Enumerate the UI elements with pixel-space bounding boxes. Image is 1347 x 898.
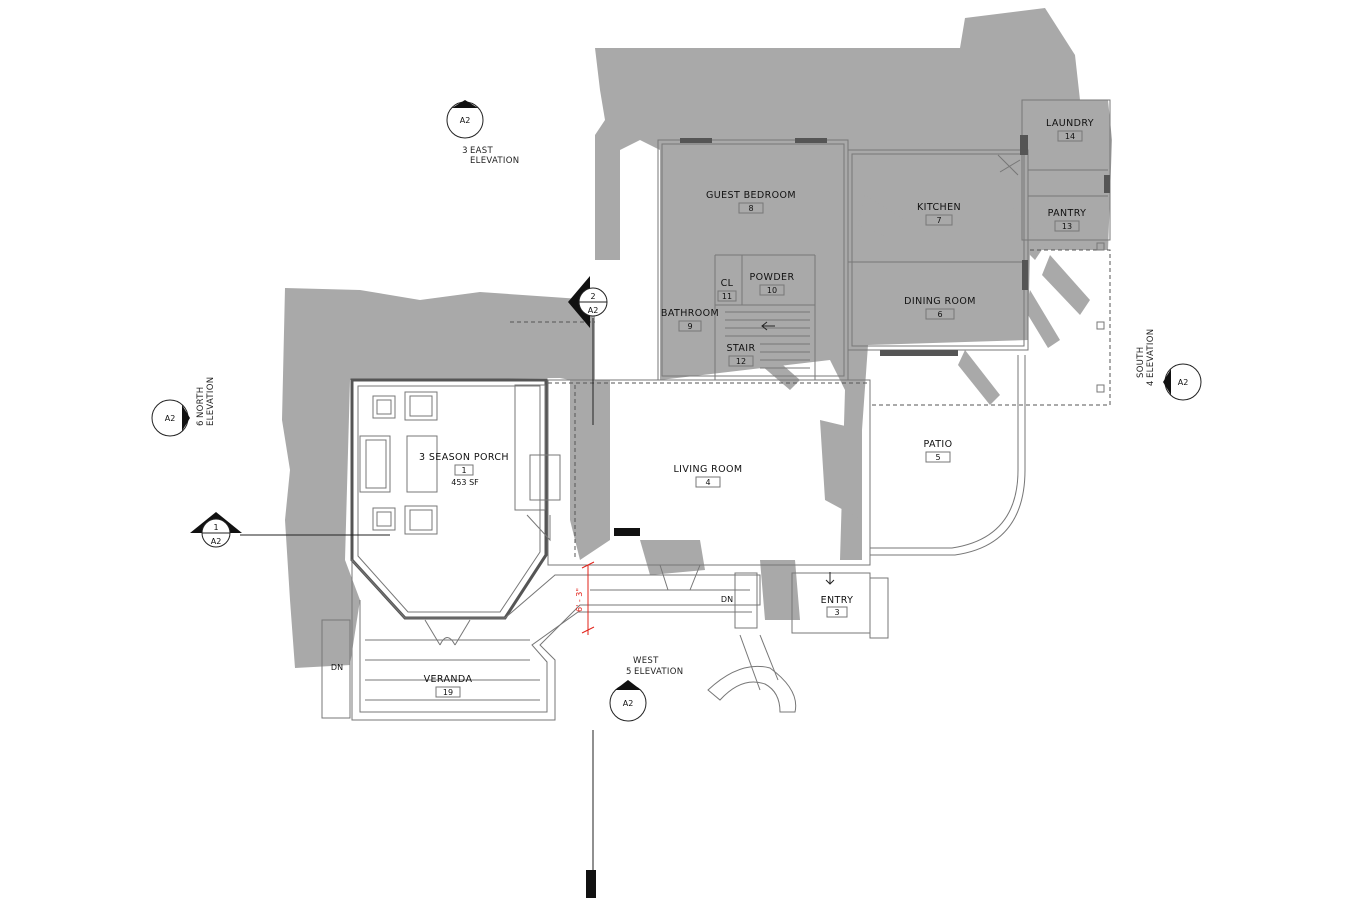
room-name-laundry: LAUNDRY — [1046, 118, 1094, 129]
stair-arrow-icon — [761, 321, 775, 331]
elevation-line2-east: ELEVATION — [470, 156, 519, 166]
room-number-stair: 12 — [736, 357, 746, 366]
room-number-guest-bedroom: 8 — [748, 204, 753, 213]
elevation-number-west: 5 — [626, 667, 632, 677]
room-name-veranda: VERANDA — [424, 674, 473, 685]
veranda-deck — [321, 558, 761, 721]
elevation-sheet-south: A2 — [1178, 378, 1189, 387]
entry-arrow-icon — [825, 572, 835, 585]
section-sheet-1: A2 — [211, 537, 222, 546]
room-name-entry: ENTRY — [821, 595, 854, 606]
room-name-pantry: PANTRY — [1048, 208, 1087, 219]
room-number-bathroom: 9 — [687, 322, 692, 331]
room-number-veranda: 19 — [443, 688, 453, 697]
room-name-dining: DINING ROOM — [904, 296, 976, 307]
elevation-number-east: 3 — [462, 146, 468, 156]
section-sheet-2: A2 — [588, 306, 599, 315]
room-name-stair: STAIR — [727, 343, 756, 354]
elevation-line2-north: ELEVATION — [206, 377, 216, 426]
elevation-line2-west: ELEVATION — [634, 667, 683, 677]
section-number-2: 2 — [590, 292, 595, 301]
dimension-annotation: 6' - 3" — [575, 561, 595, 635]
elevation-line1-north: NORTH — [196, 387, 206, 418]
section-marker-1: 1 A2 — [190, 512, 390, 548]
elevation-line2-south: ELEVATION — [1146, 329, 1156, 378]
room-number-powder: 10 — [767, 286, 777, 295]
dn-label-right: DN — [721, 595, 733, 604]
room-number-pantry: 13 — [1062, 222, 1072, 231]
section-number-1: 1 — [213, 523, 218, 532]
room-name-living: LIVING ROOM — [673, 464, 742, 475]
room-name-porch: 3 SEASON PORCH — [419, 452, 509, 463]
room-name-closet: CL — [721, 278, 734, 289]
elevation-sheet-east: A2 — [460, 116, 471, 125]
room-number-living: 4 — [705, 478, 710, 487]
room-number-closet: 11 — [722, 292, 732, 301]
room-number-kitchen: 7 — [936, 216, 941, 225]
elevation-marker-west: A2 WEST 5 ELEVATION — [609, 656, 683, 722]
room-number-dining: 6 — [937, 310, 942, 319]
room-labels: 3 SEASON PORCH 1 453 SF ENTRY 3 LIVING R… — [419, 118, 1094, 698]
elevation-line1-east: EAST — [470, 146, 493, 156]
elevation-marker-north: A2 6 NORTH ELEVATION — [151, 377, 216, 437]
dn-label-left: DN — [331, 663, 343, 672]
dimension-text: 6' - 3" — [575, 588, 584, 612]
elevation-marker-south: A2 4 SOUTH ELEVATION — [1136, 329, 1202, 401]
room-name-bathroom: BATHROOM — [661, 308, 719, 319]
elevation-line1-west: WEST — [633, 656, 659, 666]
shadow-masses — [282, 8, 1112, 668]
room-name-powder: POWDER — [750, 272, 795, 283]
room-area-porch: 453 SF — [451, 478, 479, 487]
room-name-guest-bedroom: GUEST BEDROOM — [706, 190, 796, 201]
walls — [321, 99, 1111, 898]
section-marker-2: 2 A2 — [568, 276, 608, 870]
elevation-marker-east: A2 3 EAST ELEVATION — [446, 100, 519, 166]
room-number-laundry: 14 — [1065, 132, 1075, 141]
room-number-entry: 3 — [834, 608, 839, 617]
elevation-sheet-north: A2 — [165, 414, 176, 423]
room-name-patio: PATIO — [924, 439, 953, 450]
elevation-sheet-west: A2 — [623, 699, 634, 708]
elevation-number-south: 4 — [1146, 380, 1156, 386]
porch-furniture — [359, 391, 438, 535]
room-name-kitchen: KITCHEN — [917, 202, 961, 213]
elevation-line1-south: SOUTH — [1136, 347, 1146, 378]
elevation-number-north: 6 — [196, 420, 206, 426]
stair-treads — [725, 311, 810, 369]
doors — [424, 154, 1021, 646]
room-number-porch: 1 — [461, 466, 466, 475]
room-number-patio: 5 — [935, 453, 940, 462]
